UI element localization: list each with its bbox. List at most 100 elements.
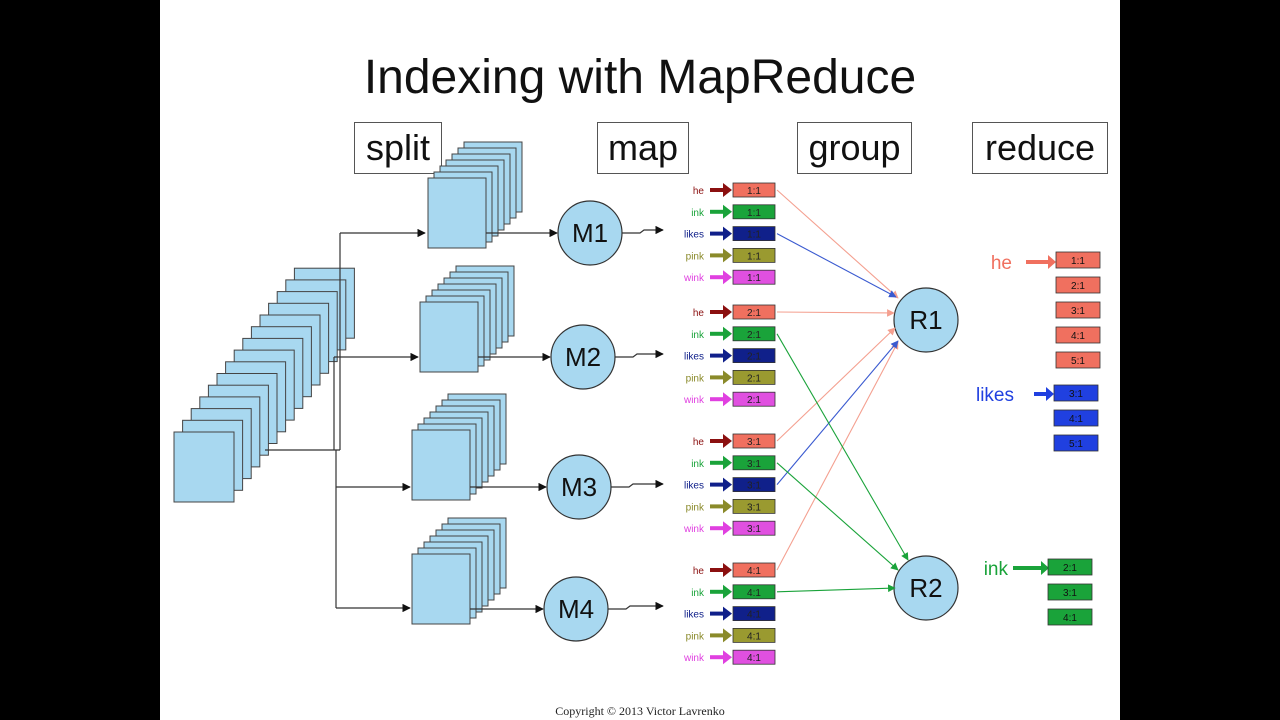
emit-value: 1:1 <box>747 208 761 219</box>
emit-value: 1:1 <box>747 186 761 197</box>
map-output-arrow <box>615 349 664 359</box>
stage-label-split: split <box>354 122 442 174</box>
emit-value-box <box>732 628 776 643</box>
stage-label-group: group <box>797 122 912 174</box>
reduce-arrowhead <box>1048 255 1056 269</box>
emit-value: 4:1 <box>747 653 761 664</box>
emit-value-box <box>732 348 776 364</box>
reducer-label: R1 <box>909 305 942 335</box>
mapper-label: M3 <box>561 472 597 502</box>
emit-arrowhead <box>723 348 732 363</box>
emit-arrowhead <box>723 305 732 319</box>
emit-key-label: pink <box>686 251 705 262</box>
emit-value-box <box>732 606 776 621</box>
reduce-arrowhead <box>1041 561 1049 575</box>
stage-label-map: map <box>597 122 689 174</box>
posting-value: 5:1 <box>1071 356 1085 367</box>
reducer-label: R2 <box>909 573 942 603</box>
reduce-key-label: ink <box>984 559 1009 580</box>
emit-value-box <box>732 520 776 536</box>
emit-value: 1:1 <box>747 251 761 262</box>
emit-value-box <box>732 584 776 600</box>
map-output-arrow <box>611 479 664 489</box>
mapper-label: M1 <box>572 218 608 248</box>
split-document <box>419 301 479 373</box>
reduce-key-label: he <box>991 253 1012 274</box>
emit-arrowhead <box>723 499 732 514</box>
shuffle-edge <box>776 333 909 561</box>
emit-key-label: ink <box>691 208 705 219</box>
posting-box <box>1047 558 1093 576</box>
posting-box <box>1055 251 1101 269</box>
posting-value: 5:1 <box>1069 439 1083 450</box>
emit-key-label: wink <box>683 395 705 406</box>
emit-arrowhead <box>723 204 732 219</box>
emit-arrowhead <box>723 434 732 448</box>
emit-key-label: he <box>693 437 705 448</box>
emit-value: 2:1 <box>747 373 761 384</box>
posting-box <box>1053 434 1099 452</box>
emit-value-box <box>732 477 776 493</box>
map-output-arrow <box>622 225 664 235</box>
emit-arrowhead <box>723 584 732 599</box>
shuffle-edge <box>776 327 896 442</box>
shuffle-edge <box>776 462 899 571</box>
mapper-label: M2 <box>565 342 601 372</box>
emit-key-label: wink <box>683 653 705 664</box>
reduce-arrowhead <box>1046 387 1054 401</box>
posting-value: 3:1 <box>1071 306 1085 317</box>
emit-key-label: wink <box>683 524 705 535</box>
emit-arrowhead <box>723 370 732 385</box>
emit-arrowhead <box>723 183 732 197</box>
emit-arrowhead <box>723 392 732 407</box>
emit-value: 4:1 <box>747 588 761 599</box>
emit-value-box <box>732 562 776 578</box>
posting-value: 3:1 <box>1069 389 1083 400</box>
posting-value: 4:1 <box>1069 414 1083 425</box>
posting-box <box>1055 326 1101 344</box>
map-output-arrow <box>608 601 664 611</box>
emit-key-label: ink <box>691 459 705 470</box>
posting-box <box>1053 409 1099 427</box>
posting-box <box>1055 351 1101 369</box>
emit-value: 2:1 <box>747 330 761 341</box>
emit-value-box <box>732 304 776 320</box>
copyright-text: Copyright © 2013 Victor Lavrenko <box>555 704 725 718</box>
posting-value: 2:1 <box>1063 563 1077 574</box>
emit-key-label: ink <box>691 588 705 599</box>
emit-arrowhead <box>723 650 732 665</box>
emit-arrowhead <box>723 606 732 621</box>
emit-key-label: pink <box>686 373 705 384</box>
emit-value: 4:1 <box>747 610 761 621</box>
stage-label-reduce: reduce <box>972 122 1108 174</box>
emit-arrowhead <box>723 563 732 577</box>
emit-value-box <box>732 455 776 471</box>
emit-value: 3:1 <box>747 481 761 492</box>
emit-value-box <box>732 649 776 665</box>
posting-value: 4:1 <box>1071 331 1085 342</box>
emit-key-label: he <box>693 186 705 197</box>
emit-arrowhead <box>723 226 732 241</box>
emit-key-label: likes <box>684 481 704 492</box>
posting-box <box>1047 608 1093 626</box>
shuffle-edge <box>776 584 896 593</box>
posting-box <box>1047 583 1093 601</box>
emit-value-box <box>732 226 776 242</box>
shuffle-edge <box>776 340 899 485</box>
posting-value: 1:1 <box>1071 256 1085 267</box>
emit-value: 3:1 <box>747 524 761 535</box>
split-document <box>411 553 471 625</box>
emit-value: 1:1 <box>747 230 761 241</box>
emit-value: 3:1 <box>747 502 761 513</box>
emit-key-label: likes <box>684 230 704 241</box>
emit-value-box <box>732 326 776 342</box>
shuffle-edge <box>776 233 897 298</box>
shuffle-edge <box>776 309 895 317</box>
mapper-label: M4 <box>558 594 594 624</box>
emit-value-box <box>732 182 776 198</box>
emit-arrowhead <box>723 455 732 470</box>
emit-key-label: he <box>693 308 705 319</box>
shuffle-edge <box>776 341 899 571</box>
emit-arrowhead <box>723 248 732 263</box>
